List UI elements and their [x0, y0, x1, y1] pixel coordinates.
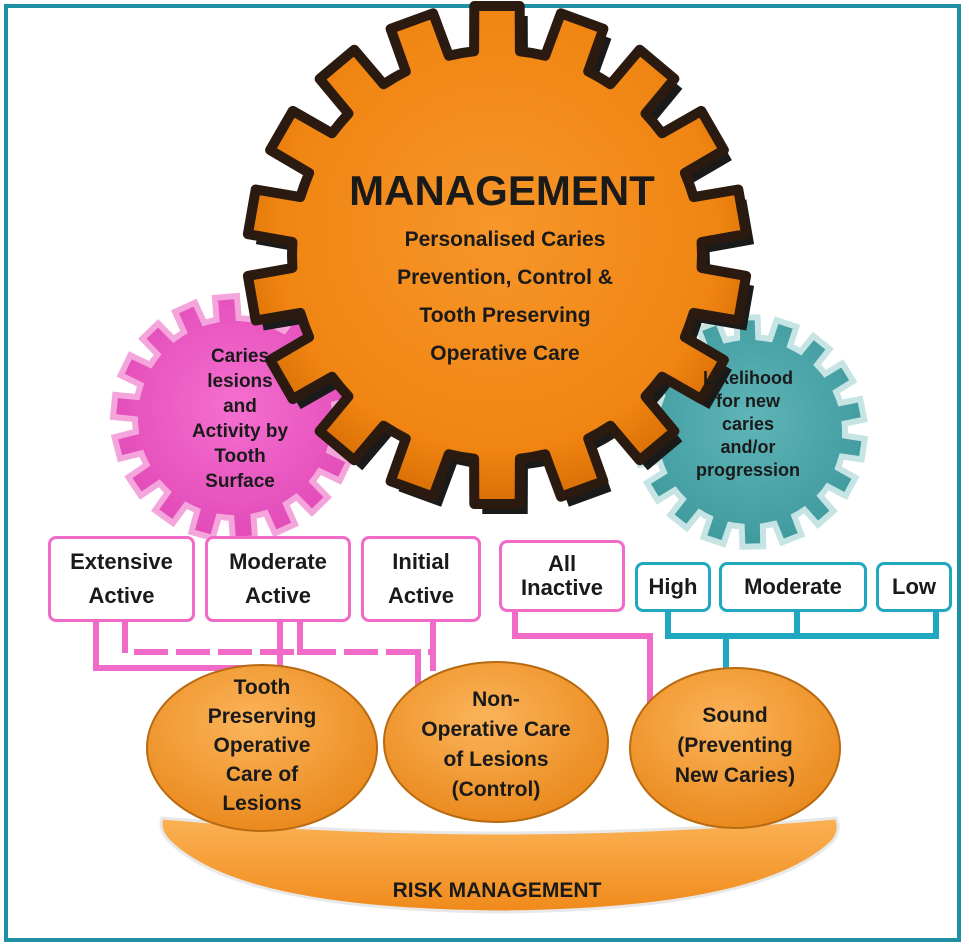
- management-subtitle-line: Personalised Caries: [405, 228, 606, 251]
- outcome-sound-label: Sound (Preventing New Caries): [675, 704, 795, 787]
- outcome-nonoperative-label: Non- Operative Care of Lesions (Control): [421, 688, 570, 801]
- management-subtitle-line: Tooth Preserving: [419, 304, 590, 327]
- outcome-line: (Preventing: [677, 734, 793, 757]
- left-gear-line: Surface: [205, 471, 275, 492]
- risk-management-label: RISK MANAGEMENT: [393, 879, 602, 902]
- risk-box-label: Low: [892, 574, 936, 599]
- outcome-nonoperative-ellipse: [383, 661, 609, 823]
- lesion-box-line: Active: [387, 583, 455, 608]
- outcome-line: of Lesions: [443, 748, 548, 771]
- main-gear: [242, 1, 755, 514]
- risk-box-moderate: Moderate: [719, 562, 867, 612]
- outcome-line: Care of: [226, 763, 299, 786]
- left-gear-line: and: [223, 396, 257, 417]
- outcome-line: (Control): [452, 778, 541, 801]
- outcome-operative-ellipse: [146, 664, 378, 832]
- right-gear-line: progression: [696, 460, 800, 480]
- risk-box-label: Moderate: [744, 574, 842, 599]
- lesion-box-initial-active: Initial Active: [361, 536, 481, 622]
- lesion-box-line: Moderate: [229, 549, 327, 574]
- lesion-box-line: Inactive: [521, 575, 603, 600]
- left-gear-line: Caries: [211, 346, 269, 367]
- lesion-box-all-inactive: All Inactive: [499, 540, 625, 612]
- lesion-box-moderate-active: Moderate Active: [205, 536, 351, 622]
- lesion-box-line: All: [547, 551, 577, 576]
- connector-lines: [93, 609, 939, 703]
- risk-box-label: High: [648, 574, 698, 599]
- outcome-line: New Caries): [675, 764, 795, 787]
- outcome-line: Lesions: [222, 792, 301, 815]
- risk-box-high: High: [635, 562, 711, 612]
- left-gear-line: Activity by: [192, 421, 289, 442]
- lesion-box-line: Active: [88, 583, 155, 608]
- outcome-line: Tooth: [234, 676, 291, 699]
- outcome-line: Preserving: [208, 705, 317, 728]
- right-gear-line: Likelihood: [703, 368, 793, 388]
- left-gear-label: Caries lesions and Activity by Tooth Sur…: [192, 346, 289, 492]
- left-gear-line: Tooth: [214, 446, 265, 467]
- management-subtitle-line: Prevention, Control &: [397, 266, 613, 289]
- management-subtitle: Personalised Caries Prevention, Control …: [397, 228, 613, 365]
- risk-box-low: Low: [876, 562, 952, 612]
- right-gear-line: caries: [722, 414, 774, 434]
- risk-management-base: [159, 816, 840, 914]
- left-gear-line: lesions: [207, 371, 272, 392]
- lesion-box-line: Active: [244, 583, 312, 608]
- right-gear-line: for new: [716, 391, 781, 411]
- right-gear-line: and/or: [720, 437, 775, 457]
- management-subtitle-line: Operative Care: [430, 342, 579, 365]
- outcome-line: Operative: [214, 734, 311, 757]
- lesion-box-extensive-active: Extensive Active: [48, 536, 195, 622]
- outcome-sound-ellipse: [629, 667, 841, 829]
- outcome-line: Operative Care: [421, 718, 570, 741]
- outcome-ellipses: [146, 661, 841, 832]
- right-gear-label: Likelihood for new caries and/or progres…: [696, 368, 800, 480]
- outcome-operative-label: Tooth Preserving Operative Care of Lesio…: [208, 676, 317, 815]
- lesion-box-line: Initial: [392, 549, 450, 574]
- lesion-box-line: Extensive: [70, 549, 173, 574]
- outcome-line: Sound: [702, 704, 767, 727]
- outcome-line: Non-: [472, 688, 520, 711]
- management-title: MANAGEMENT: [349, 167, 655, 214]
